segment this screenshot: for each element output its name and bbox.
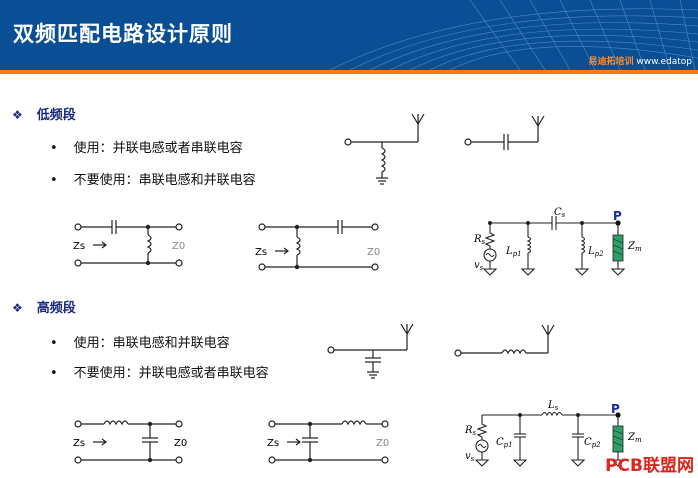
rs-sub-label: s bbox=[473, 429, 477, 437]
port-p-label: P bbox=[611, 402, 620, 416]
svg-text:Lp1: Lp1 bbox=[505, 246, 522, 258]
bullet-dot-icon: • bbox=[50, 366, 58, 381]
brand-logo: 易迪拓培训 www.edatop bbox=[588, 54, 692, 67]
rs-label: R bbox=[473, 234, 482, 245]
high-band-dual-network: P Rs vs Cp1 Cp2 Ls Zm bbox=[464, 400, 642, 467]
cs-sub-label: s bbox=[562, 211, 566, 219]
cp2-label: C bbox=[584, 437, 592, 448]
vs-sub-label: s bbox=[480, 264, 484, 272]
low-band-circuit-1: Zs Z0 bbox=[73, 220, 185, 267]
zs-label: Zs bbox=[73, 438, 85, 449]
svg-text:Ls: Ls bbox=[547, 400, 559, 412]
z0-label: Z0 bbox=[376, 438, 389, 449]
bullet-high-use-text: 使用：串联电感和并联电容 bbox=[73, 336, 230, 351]
svg-text:Cp2: Cp2 bbox=[584, 437, 601, 449]
lp2-sub-label: p2 bbox=[595, 250, 604, 258]
section-low-title: 低频段 bbox=[36, 108, 76, 123]
z0-label: Z0 bbox=[174, 438, 187, 449]
vs-label: v bbox=[465, 451, 471, 462]
svg-text:Rs: Rs bbox=[464, 425, 477, 437]
brand-name: 易迪拓培训 bbox=[588, 57, 634, 67]
diamond-bullet-icon: ❖ bbox=[12, 108, 23, 122]
bullet-dot-icon: • bbox=[50, 336, 58, 351]
low-band-dual-network: P Rs vs Lp1 Lp2 Cs Zm bbox=[473, 207, 642, 276]
bullet-low-avoid: • 不要使用：串联电感和并联电容 bbox=[50, 169, 256, 188]
svg-text:vs: vs bbox=[465, 451, 475, 463]
cp1-sub-label: p1 bbox=[504, 441, 513, 449]
section-low-heading: ❖ 低频段 bbox=[12, 104, 76, 123]
zs-label: Zs bbox=[267, 438, 279, 449]
vs-label: v bbox=[474, 260, 480, 271]
cp2-sub-label: p2 bbox=[592, 441, 601, 449]
bullet-high-avoid-text: 不要使用：并联电感或者串联电容 bbox=[73, 366, 269, 381]
port-p-label: P bbox=[613, 209, 622, 223]
lp1-label: L bbox=[505, 246, 513, 257]
rs-label: R bbox=[464, 425, 473, 436]
antenna-shunt-capacitor-diagram bbox=[327, 323, 414, 379]
bullet-low-use-text: 使用：并联电感或者串联电容 bbox=[73, 141, 243, 156]
svg-text:vs: vs bbox=[474, 260, 484, 272]
zm-label: Z bbox=[627, 432, 636, 443]
svg-text:Lp2: Lp2 bbox=[587, 246, 604, 258]
bullet-low-use: • 使用：并联电感或者串联电容 bbox=[50, 137, 243, 156]
svg-text:Cp1: Cp1 bbox=[496, 437, 513, 449]
bullet-high-avoid: • 不要使用：并联电感或者串联电容 bbox=[50, 362, 269, 381]
ls-sub-label: s bbox=[555, 404, 559, 412]
section-high-heading: ❖ 高频段 bbox=[12, 297, 76, 316]
svg-text:Zm: Zm bbox=[627, 432, 642, 444]
header-banner: 双频匹配电路设计原则 易迪拓培训 www.edatop bbox=[0, 0, 698, 70]
zm-label: Z bbox=[627, 241, 636, 252]
cp1-label: C bbox=[496, 437, 504, 448]
header-wave-graphic bbox=[329, 0, 698, 70]
zm-sub-label: m bbox=[635, 245, 642, 253]
svg-text:Rs: Rs bbox=[473, 234, 486, 246]
cs-label: C bbox=[554, 207, 562, 218]
bullet-high-use: • 使用：串联电感和并联电容 bbox=[50, 332, 230, 351]
z0-label: Z0 bbox=[172, 241, 185, 252]
antenna-series-inductor-diagram bbox=[454, 324, 555, 357]
zm-sub-label: m bbox=[635, 436, 642, 444]
bullet-dot-icon: • bbox=[50, 173, 58, 188]
z0-label: Z0 bbox=[367, 247, 380, 258]
high-band-circuit-2: Zs Z0 bbox=[267, 420, 389, 464]
diamond-bullet-icon: ❖ bbox=[12, 301, 23, 315]
high-band-circuit-1: Zs Z0 bbox=[73, 420, 187, 464]
low-band-circuit-2: Zs Z0 bbox=[255, 220, 380, 271]
ls-label: L bbox=[547, 400, 555, 411]
zs-label: Zs bbox=[73, 241, 85, 252]
lp1-sub-label: p1 bbox=[513, 250, 522, 258]
brand-url: www.edatop bbox=[636, 57, 692, 67]
svg-text:Zm: Zm bbox=[627, 241, 642, 253]
bullet-low-avoid-text: 不要使用：串联电感和并联电容 bbox=[73, 173, 256, 188]
header-accent-bar bbox=[0, 70, 698, 74]
zs-label: Zs bbox=[255, 247, 267, 258]
page-title: 双频匹配电路设计原则 bbox=[13, 22, 233, 46]
antenna-shunt-inductor-diagram bbox=[344, 113, 425, 185]
antenna-series-capacitor-diagram bbox=[464, 115, 545, 150]
watermark: PCB联盟网 bbox=[605, 456, 694, 476]
vs-sub-label: s bbox=[471, 455, 475, 463]
bullet-dot-icon: • bbox=[50, 141, 58, 156]
section-high-title: 高频段 bbox=[36, 301, 76, 316]
rs-sub-label: s bbox=[482, 238, 486, 246]
lp2-label: L bbox=[587, 246, 595, 257]
svg-text:Cs: Cs bbox=[554, 207, 566, 219]
